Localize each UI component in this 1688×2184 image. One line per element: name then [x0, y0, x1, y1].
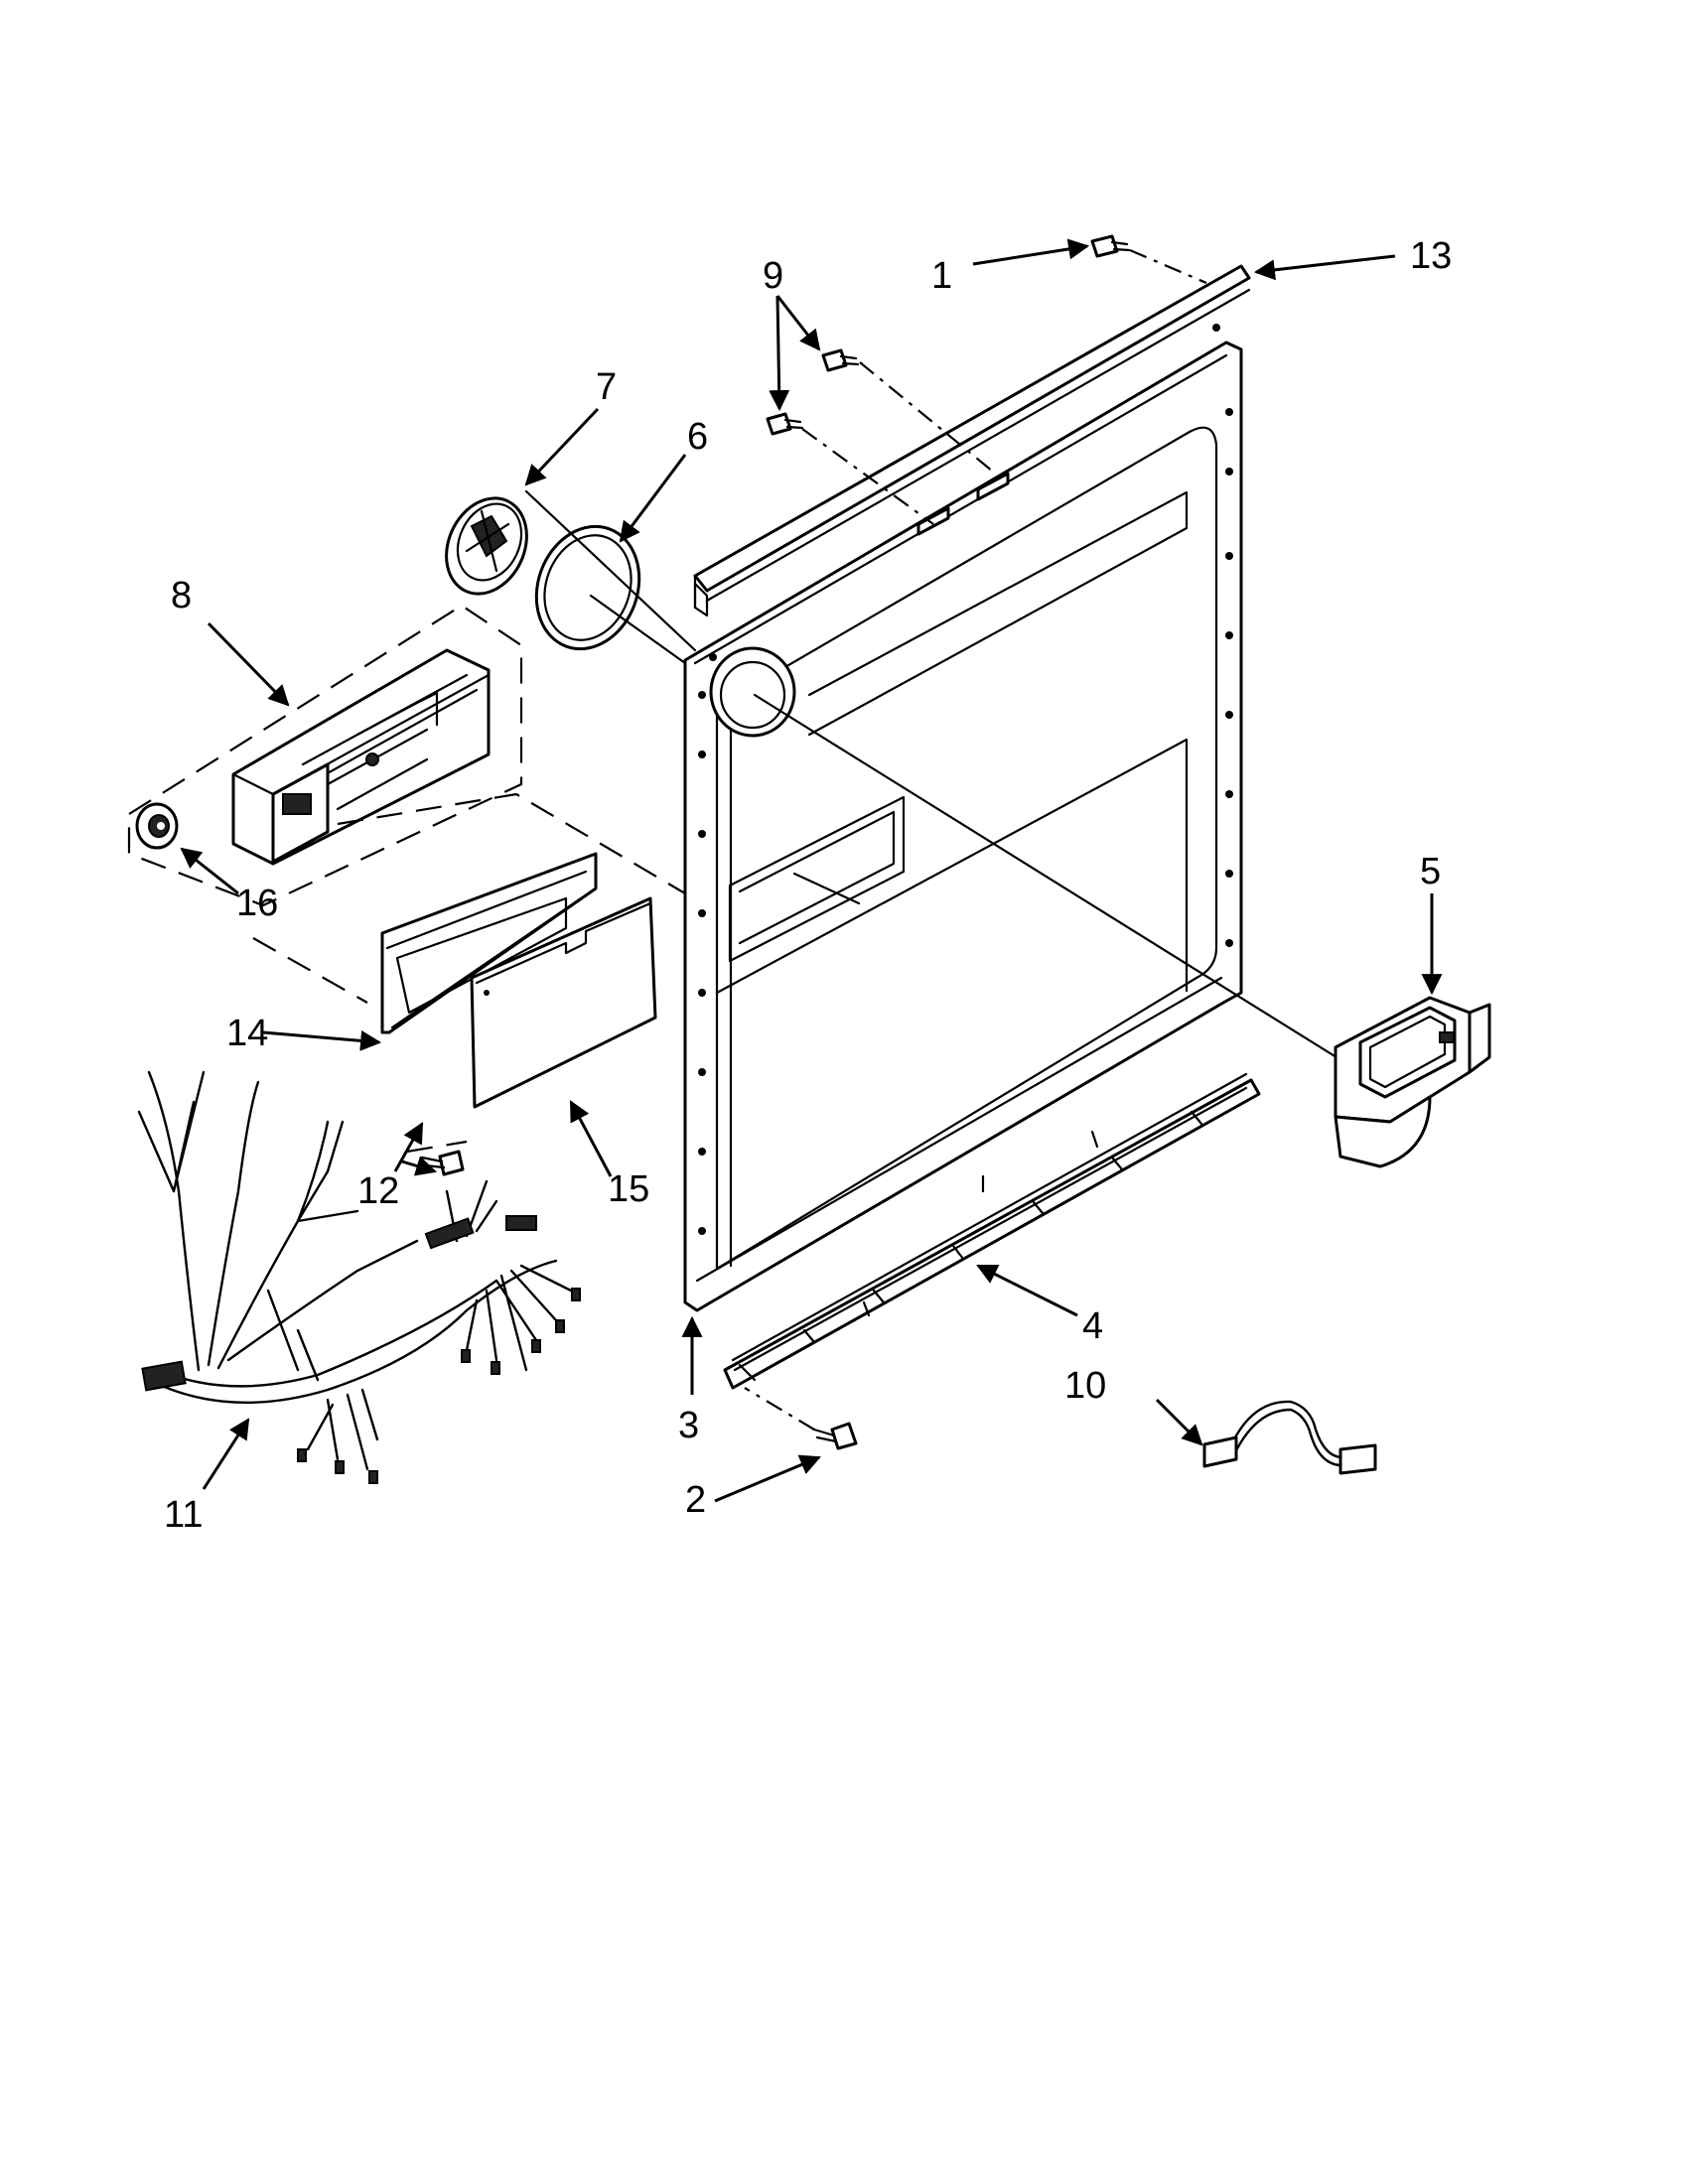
callout-8: 8 — [171, 575, 192, 616]
dispenser-assembly — [127, 604, 523, 907]
callout-7: 7 — [596, 366, 617, 408]
screws-9 — [766, 348, 860, 436]
screw-1 — [1090, 234, 1131, 258]
callout-9: 9 — [763, 255, 783, 297]
strip-clips — [916, 472, 1010, 536]
callout-16: 16 — [236, 883, 278, 924]
wire-harness — [137, 1070, 581, 1484]
top-trim-strip — [693, 264, 1251, 617]
callout-10: 10 — [1064, 1365, 1106, 1407]
callout-5: 5 — [1420, 851, 1441, 892]
vent-assembly — [1334, 996, 1491, 1168]
callout-2: 2 — [685, 1479, 706, 1521]
screw-2 — [812, 1422, 858, 1450]
callout-3: 3 — [678, 1405, 699, 1446]
bottom-trim-strip — [723, 1072, 1261, 1390]
screw-12 — [420, 1150, 465, 1176]
dashed-guide-lines — [252, 792, 686, 1154]
alignment-lines — [744, 248, 1207, 1431]
callout-labels: 1 2 3 4 5 6 7 8 9 10 11 12 13 14 15 16 — [164, 235, 1452, 1536]
callout-15: 15 — [608, 1168, 649, 1210]
callout-13: 13 — [1410, 235, 1452, 277]
vent-axis-lines — [524, 489, 1362, 1074]
vent-cover — [445, 496, 528, 596]
callout-11: 11 — [164, 1494, 203, 1536]
board-cover — [470, 896, 657, 1109]
callout-14: 14 — [226, 1013, 268, 1054]
callout-1: 1 — [931, 255, 952, 297]
control-board — [380, 852, 598, 1034]
leader-arrows — [180, 238, 1443, 1503]
callout-12: 12 — [357, 1170, 399, 1212]
inner-door-panel — [683, 324, 1243, 1312]
wire-connector — [1202, 1400, 1377, 1475]
callout-4: 4 — [1082, 1305, 1103, 1347]
callout-6: 6 — [687, 416, 708, 458]
gasket — [534, 524, 641, 651]
dispenser-knob — [135, 802, 179, 850]
